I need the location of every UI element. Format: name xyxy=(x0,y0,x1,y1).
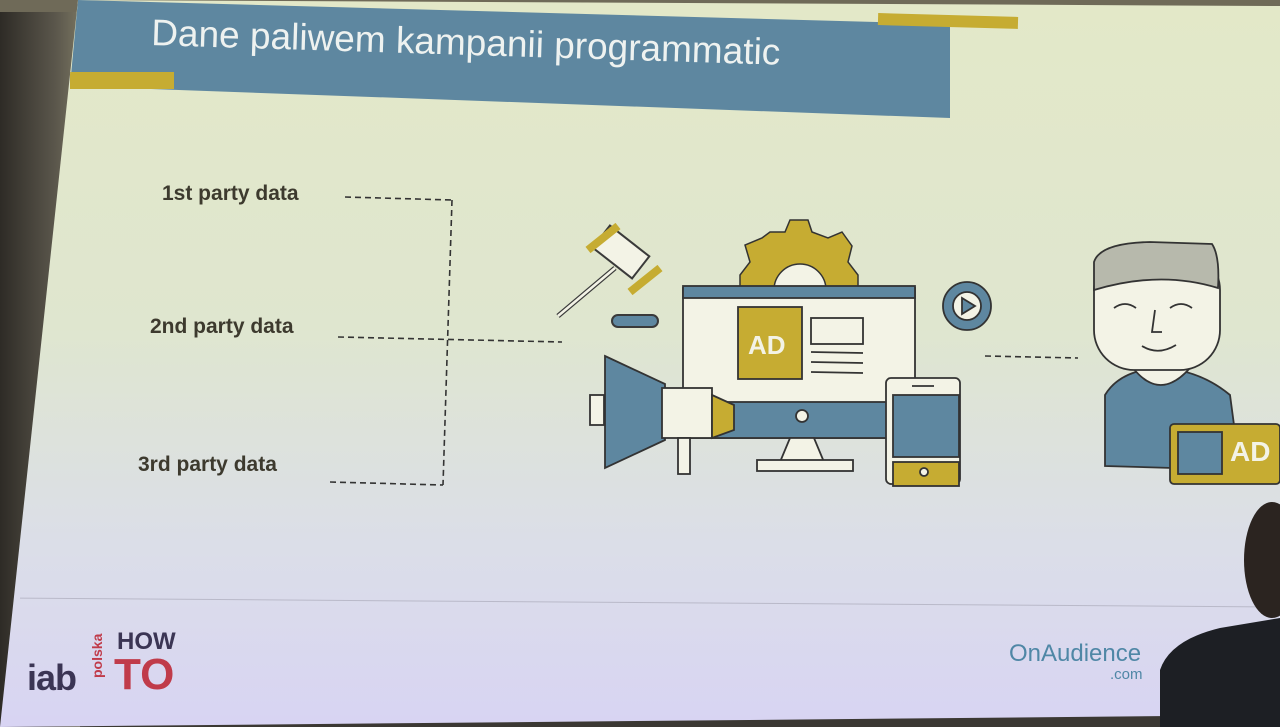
megaphone-icon xyxy=(589,354,735,475)
speaker-silhouette xyxy=(1160,502,1280,727)
iab-polska-text: polska xyxy=(89,633,105,678)
title-accent-left xyxy=(70,72,174,89)
monitor-icon xyxy=(682,285,916,472)
data-connector-lines xyxy=(329,196,1079,486)
iab-logo: iab xyxy=(27,657,77,698)
user-avatar-icon xyxy=(1093,241,1280,485)
onaudience-logo: OnAudience xyxy=(1009,640,1142,667)
ad-label-person: AD xyxy=(1230,436,1271,467)
smartphone-icon xyxy=(885,377,961,487)
label-3rd-party-data: 3rd party data xyxy=(138,453,277,476)
gear-icon xyxy=(739,219,859,291)
play-icon xyxy=(942,281,992,331)
ad-label-monitor: AD xyxy=(748,330,786,360)
how-to-logo-to: TO xyxy=(114,650,175,699)
label-1st-party-data: 1st party data xyxy=(162,182,299,205)
label-2nd-party-data: 2nd party data xyxy=(150,315,294,338)
onaudience-domain: .com xyxy=(1110,666,1143,683)
gavel-icon xyxy=(556,222,663,328)
how-to-logo-how: HOW xyxy=(117,628,176,655)
